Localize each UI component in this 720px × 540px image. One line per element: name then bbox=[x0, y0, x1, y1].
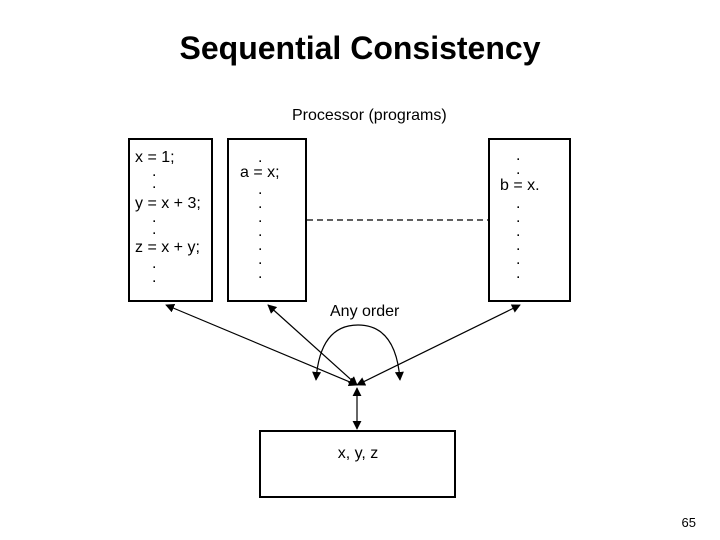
ellipsis-dot: . bbox=[516, 251, 521, 268]
ellipsis-dot: . bbox=[258, 237, 263, 254]
ellipsis-dot: . bbox=[516, 195, 521, 212]
ellipsis-dot: . bbox=[516, 209, 521, 226]
program-3-line-1: b = x. bbox=[500, 177, 540, 194]
slide-title: Sequential Consistency bbox=[179, 30, 541, 66]
ellipsis-dot: . bbox=[152, 175, 157, 192]
page-number: 65 bbox=[681, 515, 696, 530]
ellipsis-dot: . bbox=[152, 163, 157, 180]
program-box-2 bbox=[227, 138, 307, 302]
ellipsis-dot: . bbox=[152, 269, 157, 286]
arrow-program-1 bbox=[165, 303, 358, 387]
ellipsis-dot: . bbox=[516, 147, 521, 164]
program-1-line-3: z = x + y; bbox=[135, 239, 200, 256]
ellipsis-dot: . bbox=[258, 223, 263, 240]
ellipsis-dot: . bbox=[152, 209, 157, 226]
ellipsis-dot: . bbox=[258, 149, 263, 166]
ellipsis-dot: . bbox=[258, 181, 263, 198]
program-2-line-1: a = x; bbox=[240, 164, 280, 181]
processor-label: Processor (programs) bbox=[292, 107, 447, 124]
order-arc-arrow bbox=[312, 324, 404, 381]
ellipsis-dot: . bbox=[516, 265, 521, 282]
memory-label: x, y, z bbox=[337, 445, 379, 462]
ellipsis-dot: . bbox=[516, 223, 521, 240]
ellipsis-dot: . bbox=[258, 251, 263, 268]
ellipsis-dot: . bbox=[152, 255, 157, 272]
ellipsis-dot: . bbox=[516, 161, 521, 178]
program-1-line-2: y = x + 3; bbox=[135, 195, 201, 212]
memory-box bbox=[259, 430, 456, 498]
ellipsis-dot: . bbox=[258, 195, 263, 212]
ellipsis-dot: . bbox=[258, 265, 263, 282]
program-box-1 bbox=[128, 138, 213, 302]
ellipsis-dot: . bbox=[516, 237, 521, 254]
order-label: Any order bbox=[330, 303, 400, 320]
program-1-line-1: x = 1; bbox=[135, 149, 175, 166]
program-box-3 bbox=[488, 138, 571, 302]
ellipsis-dot: . bbox=[152, 221, 157, 238]
ellipsis-dot: . bbox=[258, 209, 263, 226]
